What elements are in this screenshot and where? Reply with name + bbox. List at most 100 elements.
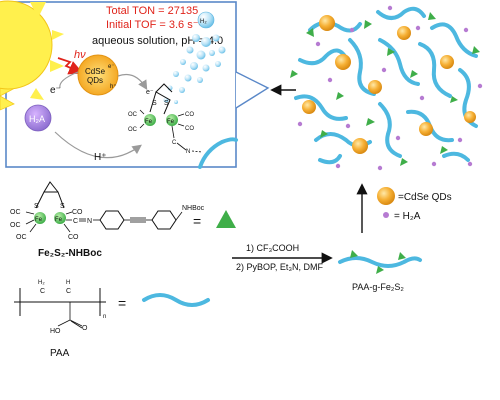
polymer-strand [318, 154, 342, 165]
cdse-qd-particle [77, 54, 119, 96]
polymer-strand [348, 38, 376, 96]
polymer-strand [308, 20, 362, 33]
mol-oc1: OC [10, 209, 21, 216]
product-polymer: PAA-g-Fe₂S₂ [338, 250, 422, 292]
fe-atom [166, 114, 178, 126]
mol-oc3: OC [16, 234, 27, 241]
mechanism-panel: Total TON = 27135 Initial TOF = 3.6 s⁻¹ … [0, 0, 238, 169]
benzene-ring [151, 210, 177, 230]
h2-bubble [173, 71, 179, 77]
cdse-qd [464, 111, 476, 123]
h2a-dot [387, 5, 393, 11]
cat-s1: S [152, 100, 157, 107]
h2-bubble [184, 74, 192, 82]
h2a-dot [457, 137, 463, 143]
catalyst-triangle [306, 28, 314, 37]
h2a-dot [297, 121, 303, 127]
catalyst-triangle [440, 146, 448, 154]
h2a-panel-label: H₂A [29, 114, 45, 124]
cdse-qd [368, 80, 382, 94]
light-arrow [57, 57, 84, 75]
catalyst-triangle [336, 92, 344, 100]
legend-h2a-swatch [383, 212, 389, 218]
h2-bubble [215, 61, 221, 67]
paa-strand [142, 293, 210, 307]
h2a-dot [477, 83, 483, 89]
h2a-dot [315, 41, 321, 47]
h2-bubble [186, 46, 194, 54]
catalyst-triangle [366, 118, 375, 126]
mol-oc2: OC [10, 222, 21, 229]
h2a-dot [415, 25, 421, 31]
paa-n: n [103, 314, 106, 320]
hv-label: hν [74, 49, 86, 61]
catalyst-triangle [398, 252, 406, 260]
catalyst-triangle [364, 20, 372, 29]
qd-label-line2: QDs [87, 76, 103, 85]
catalyst-triangle [290, 70, 298, 78]
catalyst-triangle [320, 130, 328, 138]
assembly-catalysts [290, 12, 480, 166]
h2a-dot [467, 161, 473, 167]
h2-bubble [197, 11, 215, 29]
h2-bubble [192, 34, 200, 42]
cat-n: N [186, 149, 190, 155]
cat-fe1: Fe [145, 119, 153, 125]
fe-atom [54, 212, 66, 224]
cdse-qd [319, 15, 335, 31]
paa-structure: H₂ C H C O HO n PAA = [14, 280, 210, 359]
h2-bubble [196, 50, 206, 60]
cat-oc1: OC [128, 112, 138, 118]
benzene-ring [99, 210, 125, 230]
cdse-qd [352, 138, 368, 154]
h2-bubble [212, 34, 220, 42]
catalyst-triangle [387, 48, 395, 56]
mol-co2: CO [68, 234, 79, 241]
h2-bubble [209, 50, 215, 56]
panel-polymer-strand [198, 137, 238, 169]
fe-atom [144, 114, 156, 126]
mol-fe1: Fe [35, 217, 43, 223]
fe-atom [34, 212, 46, 224]
qd-hole: h⁺ [110, 83, 117, 90]
tof-label: Initial TOF = 3.6 s⁻¹ [106, 19, 203, 31]
legend-qd-swatch [377, 187, 395, 205]
paa-h: H [66, 280, 70, 286]
cat-co1: CO [185, 112, 194, 118]
mol-nhboc: NHBoc [182, 205, 205, 212]
polymer-strand [430, 22, 478, 58]
paa-c2: C [66, 288, 71, 295]
h2a-dot [419, 95, 425, 101]
polymer-strand [378, 38, 420, 86]
mol-s2: S [60, 203, 65, 210]
catalyst-triangle [376, 266, 384, 274]
qd-label-line1: CdSe [85, 67, 106, 76]
catalyst-symbol-triangle [216, 210, 236, 228]
product-strand [338, 256, 422, 268]
h2a-dot [381, 67, 387, 73]
assembly-polymer-strands [294, 6, 478, 165]
paa-h2: H₂ [38, 280, 45, 286]
h2a-dot [431, 161, 437, 167]
reaction-step-2: 2) PyBOP, Et₃N, DMF [236, 262, 324, 272]
cdse-qd [419, 122, 433, 136]
callout-pointer [235, 71, 270, 109]
solution-label: aqueous solution, pH = 4.0 [92, 35, 223, 47]
h2a-dot [395, 135, 401, 141]
catalyst-triangle [472, 46, 480, 54]
paa-ho: HO [50, 328, 61, 335]
h2-bubble [190, 62, 198, 70]
cdse-qd [440, 55, 454, 69]
panel-catalyst: e⁻ S S Fe Fe OC OC CO CO C N [128, 83, 203, 155]
h2-bubble [218, 46, 226, 54]
polymer-strand [298, 48, 348, 66]
mol-c: C [73, 218, 78, 225]
h2-bubble [180, 59, 186, 65]
paa-c1: C [40, 288, 45, 295]
legend-qd-label: =CdSe QDs [398, 192, 452, 203]
assembly-view [290, 5, 483, 171]
h2a-dot [327, 77, 333, 83]
h2-bubble [174, 100, 178, 104]
mol-s1: S [34, 203, 39, 210]
